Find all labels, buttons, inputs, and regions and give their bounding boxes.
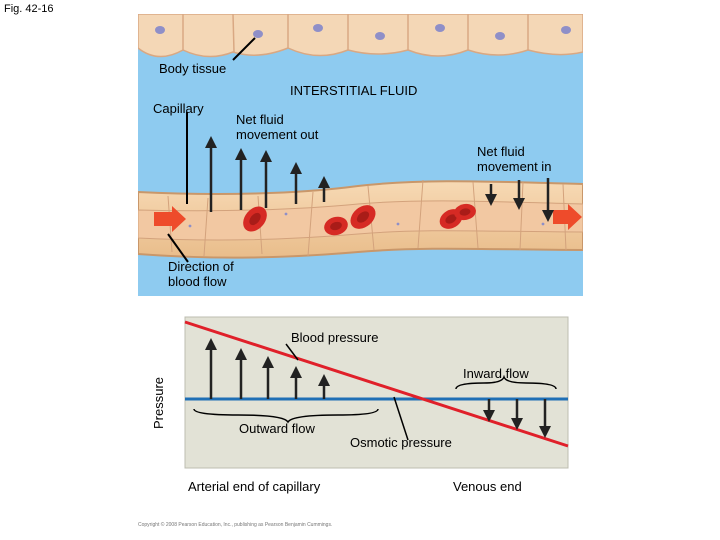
blood-flow-arrow-left [154,206,186,232]
leader-lines [167,37,256,263]
blood-flow-arrow-right [553,204,582,230]
inward-flow-label: Inward flow [463,366,529,381]
venous-end-label: Venous end [453,479,522,494]
blood-pressure-leader [285,343,299,361]
copyright-credit: Copyright © 2008 Pearson Education, Inc.… [138,522,333,528]
capillary-label: Capillary [153,101,204,116]
red-blood-cells [243,203,476,236]
inward-flow-bracket [455,374,557,390]
osmotic-pressure-label: Osmotic pressure [350,435,452,450]
pressure-graph [138,308,583,513]
blood-flow-direction-label: Direction of blood flow [168,259,234,289]
pressure-axis-label: Pressure [151,376,166,429]
arterial-end-label: Arterial end of capillary [188,479,321,494]
body-tissue-label: Body tissue [159,61,227,76]
body-tissue-cells [138,14,583,58]
capillary-diagram [138,14,583,296]
net-fluid-out-label: Net fluid movement out [236,112,319,142]
figure-label: Fig. 42-16 [4,3,54,15]
blood-pressure-line [184,320,569,448]
outward-flow-arrows [205,338,330,399]
outward-flow-label: Outward flow [239,421,315,436]
outward-fluid-arrows [205,136,330,212]
blood-pressure-label: Blood pressure [291,330,379,345]
inward-fluid-arrows [485,178,554,222]
net-fluid-in-label: Net fluid movement in [477,144,552,174]
inward-flow-arrows [483,399,551,438]
osmotic-pressure-leader [393,396,409,441]
interstitial-fluid-label: INTERSTITIAL FLUID [290,83,418,98]
outward-flow-bracket [193,408,379,424]
